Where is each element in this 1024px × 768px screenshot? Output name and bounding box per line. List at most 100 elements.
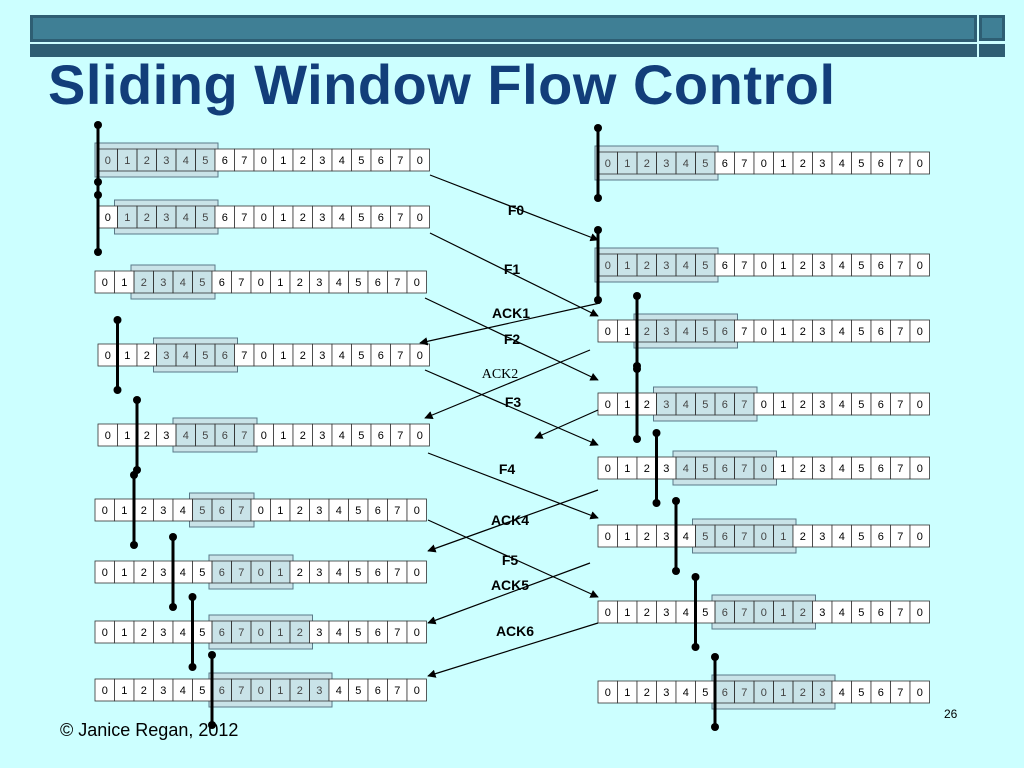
sequence-number: 5 bbox=[858, 158, 864, 170]
sequence-number: 7 bbox=[238, 277, 244, 289]
sequence-number: 3 bbox=[819, 326, 825, 338]
sequence-cell bbox=[909, 680, 930, 704]
sequence-number: 2 bbox=[800, 399, 806, 411]
sequence-number: 2 bbox=[141, 685, 147, 697]
sequence-number: 6 bbox=[378, 155, 384, 167]
message-arrow bbox=[429, 174, 599, 242]
sequence-number: 3 bbox=[316, 567, 322, 579]
sequence-number: 0 bbox=[417, 350, 423, 362]
marker-dot bbox=[594, 226, 602, 234]
sequence-number: 1 bbox=[780, 326, 786, 338]
sequence-number: 4 bbox=[180, 627, 186, 639]
sequence-number: 5 bbox=[702, 399, 708, 411]
sequence-number: 2 bbox=[144, 350, 150, 362]
sequence-number: 6 bbox=[219, 685, 225, 697]
marker-dot bbox=[711, 653, 719, 661]
sequence-number: 5 bbox=[358, 350, 364, 362]
sequence-number: 2 bbox=[644, 399, 650, 411]
sequence-number: 2 bbox=[144, 430, 150, 442]
sequence-number: 6 bbox=[219, 627, 225, 639]
sequence-number: 7 bbox=[741, 687, 747, 699]
sequence-number: 4 bbox=[839, 326, 845, 338]
sequence-number: 0 bbox=[605, 607, 611, 619]
sequence-number: 5 bbox=[358, 155, 364, 167]
sequence-number: 3 bbox=[663, 399, 669, 411]
message-f5: F5 bbox=[427, 519, 599, 598]
sequence-number: 7 bbox=[897, 687, 903, 699]
message-label: F3 bbox=[505, 394, 522, 410]
sequence-number: 4 bbox=[683, 399, 689, 411]
sequence-number: 3 bbox=[163, 350, 169, 362]
sequence-number: 0 bbox=[102, 277, 108, 289]
message-label: F0 bbox=[508, 202, 525, 218]
sequence-number: 3 bbox=[160, 277, 166, 289]
sequence-number: 3 bbox=[663, 607, 669, 619]
sequence-number: 7 bbox=[394, 685, 400, 697]
sequence-number: 0 bbox=[105, 350, 111, 362]
sequence-number: 7 bbox=[394, 567, 400, 579]
sequence-number: 7 bbox=[897, 326, 903, 338]
sequence-number: 7 bbox=[394, 277, 400, 289]
sequence-number: 2 bbox=[144, 212, 150, 224]
message-arrow bbox=[427, 519, 599, 598]
sequence-number: 6 bbox=[222, 212, 228, 224]
sequence-number: 1 bbox=[780, 531, 786, 543]
sequence-number: 1 bbox=[624, 687, 630, 699]
sequence-number: 7 bbox=[394, 505, 400, 517]
sequence-number: 6 bbox=[375, 627, 381, 639]
sequence-cell bbox=[909, 151, 930, 175]
marker-dot bbox=[130, 541, 138, 549]
sequence-number: 6 bbox=[378, 212, 384, 224]
sequence-number: 6 bbox=[375, 685, 381, 697]
sequence-number: 1 bbox=[624, 463, 630, 475]
sequence-number: 1 bbox=[780, 687, 786, 699]
sequence-number: 4 bbox=[839, 687, 845, 699]
sequence-number: 0 bbox=[605, 531, 611, 543]
sequence-number: 6 bbox=[375, 277, 381, 289]
sequence-number: 3 bbox=[319, 155, 325, 167]
sequence-number: 1 bbox=[121, 567, 127, 579]
sequence-number: 6 bbox=[722, 463, 728, 475]
sequence-number: 4 bbox=[339, 430, 345, 442]
marker-dot bbox=[633, 365, 641, 373]
sequence-number: 3 bbox=[160, 685, 166, 697]
marker-dot bbox=[711, 723, 719, 731]
sequence-number: 0 bbox=[414, 505, 420, 517]
sequence-number: 0 bbox=[261, 155, 267, 167]
sequence-number: 6 bbox=[878, 158, 884, 170]
message-arrow bbox=[419, 302, 601, 346]
sequence-number: 0 bbox=[414, 685, 420, 697]
sequence-number: 5 bbox=[702, 463, 708, 475]
sequence-number: 5 bbox=[202, 155, 208, 167]
message-arrow bbox=[424, 369, 599, 446]
sequence-number: 7 bbox=[241, 155, 247, 167]
sequence-number: 1 bbox=[121, 627, 127, 639]
sequence-cell bbox=[406, 678, 427, 702]
sequence-number: 3 bbox=[319, 430, 325, 442]
sequence-number: 0 bbox=[258, 685, 264, 697]
sequence-number: 3 bbox=[319, 350, 325, 362]
sequence-number: 0 bbox=[917, 463, 923, 475]
sequence-number: 7 bbox=[897, 531, 903, 543]
sequence-number: 0 bbox=[102, 627, 108, 639]
sequence-number: 5 bbox=[702, 607, 708, 619]
sequence-number: 1 bbox=[624, 326, 630, 338]
sequence-number: 5 bbox=[358, 430, 364, 442]
sequence-number: 5 bbox=[858, 463, 864, 475]
message-f3: F3 bbox=[424, 369, 599, 446]
sequence-number: 2 bbox=[644, 326, 650, 338]
sequence-number: 7 bbox=[397, 350, 403, 362]
marker-dot bbox=[594, 124, 602, 132]
sequence-number: 4 bbox=[683, 158, 689, 170]
sequence-number: 3 bbox=[663, 326, 669, 338]
sequence-number: 5 bbox=[702, 687, 708, 699]
sequence-number: 0 bbox=[761, 399, 767, 411]
sequence-number: 0 bbox=[761, 531, 767, 543]
sequence-number: 0 bbox=[917, 158, 923, 170]
